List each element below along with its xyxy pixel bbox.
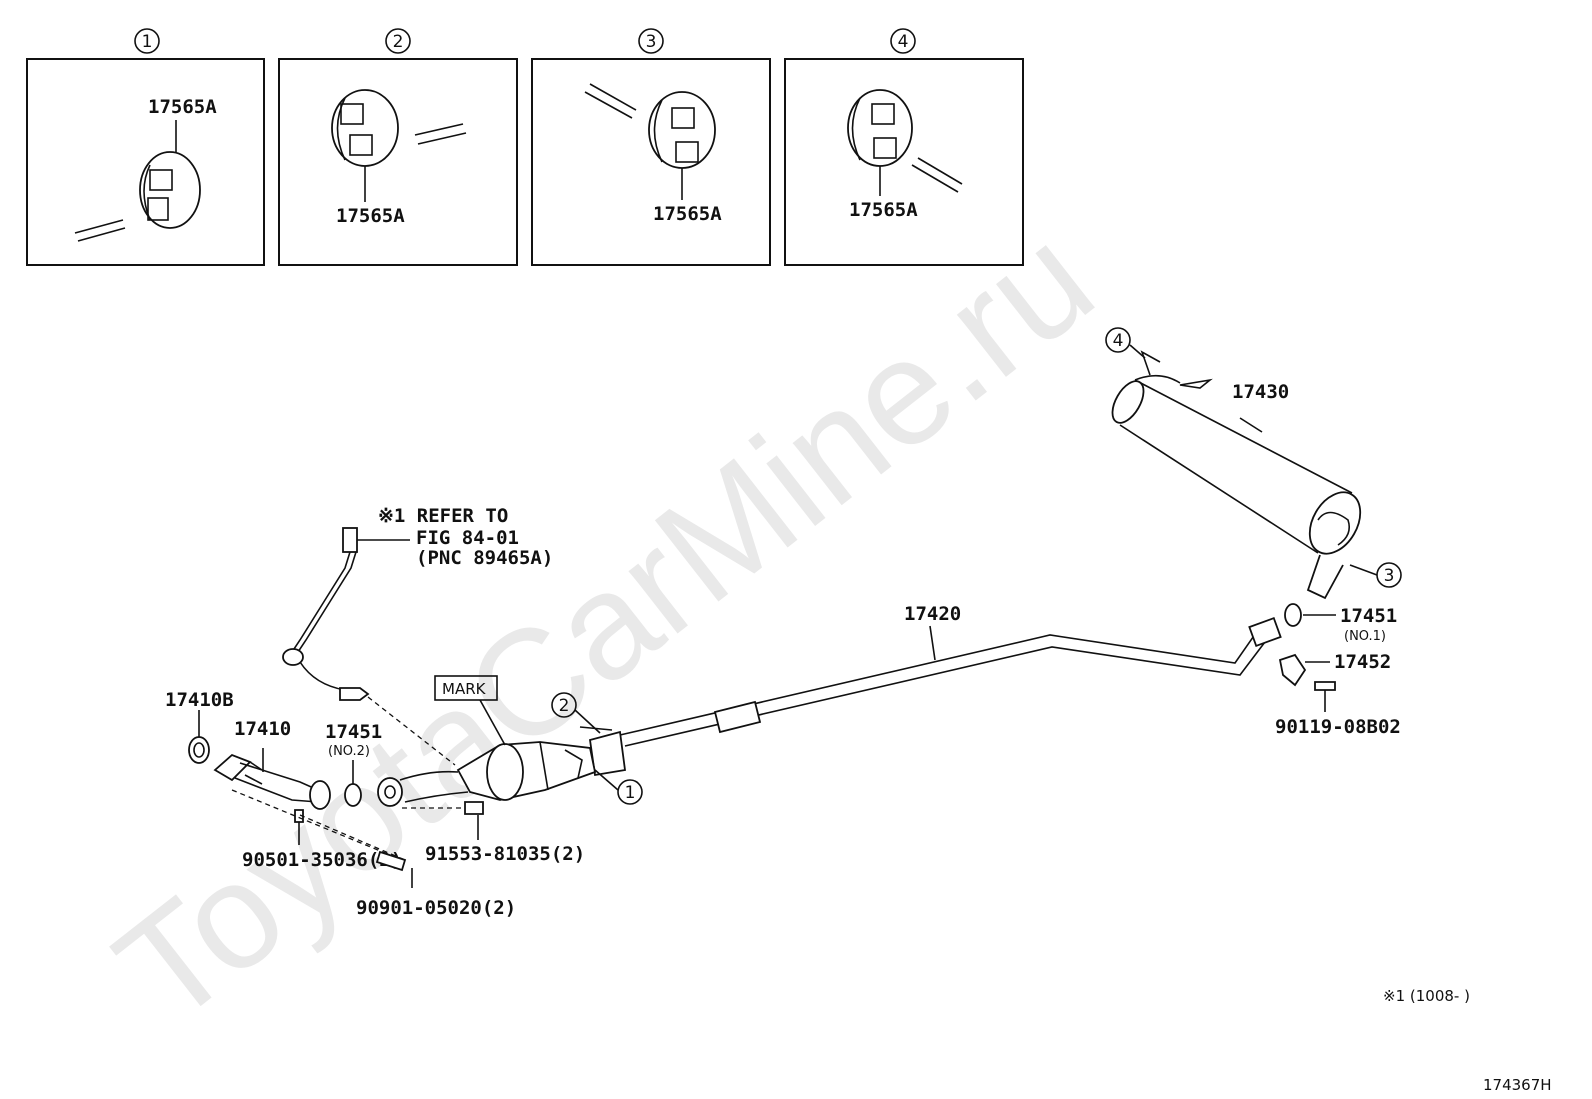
inset-2-number-circle (385, 28, 411, 54)
label-17451-no1-note: (NO.1) (1344, 629, 1386, 644)
label-17410b: 17410B (165, 689, 234, 711)
refer-line-3: (PNC 89465A) (416, 547, 553, 569)
inset-3-part-label: 17565A (653, 203, 722, 225)
oxygen-sensor (282, 527, 370, 701)
callout-1-circle (617, 779, 643, 805)
callout-2-circle (551, 692, 577, 718)
inset-4-part-label: 17565A (849, 199, 918, 221)
label-17451-no1: 17451 (1340, 605, 1397, 627)
label-17452: 17452 (1334, 651, 1391, 673)
inset-2-number: 2 (393, 32, 404, 52)
inset-2-part-label: 17565A (336, 205, 405, 227)
inset-2-hanger-drawing (331, 89, 467, 167)
footnote: ※1 (1008- ) (1383, 987, 1470, 1005)
inset-3-number: 3 (646, 32, 657, 52)
front-pipe-17410 (213, 753, 331, 810)
watermark: ToyotaCarMine.ru (86, 194, 1122, 1055)
inset-4-frame (784, 58, 1024, 266)
refer-line-1: ※1 REFER TO (378, 505, 508, 527)
bolt-90119 (1314, 681, 1336, 691)
bolt-91553 (464, 801, 484, 815)
label-90501: 90501-35036(2) (242, 849, 402, 871)
callout-2: 2 (559, 696, 570, 716)
diagram-code: 174367H (1483, 1076, 1552, 1094)
label-17451-no2: 17451 (325, 721, 382, 743)
label-17430: 17430 (1232, 381, 1289, 403)
label-90901: 90901-05020(2) (356, 897, 516, 919)
inset-1-part-label: 17565A (148, 96, 217, 118)
inset-4-hanger-drawing (847, 89, 963, 193)
label-17420: 17420 (904, 603, 961, 625)
mark-tag: MARK (442, 680, 487, 698)
inset-1: 1 17565A (26, 28, 265, 266)
inset-1-number: 1 (142, 32, 153, 52)
catalytic-converter (377, 741, 597, 807)
mark-tag-frame (434, 675, 498, 701)
inset-1-frame (26, 58, 265, 266)
callout-3: 3 (1384, 566, 1395, 586)
inset-4-number: 4 (898, 32, 909, 52)
callout-4-circle (1105, 327, 1131, 353)
inset-2: 2 17565A (278, 28, 518, 266)
gasket-17451-no1 (1284, 603, 1302, 627)
callout-1: 1 (625, 783, 636, 803)
inset-3-number-circle (638, 28, 664, 54)
label-91553: 91553-81035(2) (425, 843, 585, 865)
clamp-17452 (1278, 653, 1307, 687)
inset-4-number-circle (890, 28, 916, 54)
inset-2-frame (278, 58, 518, 266)
callout-4: 4 (1113, 331, 1124, 351)
label-17410: 17410 (234, 718, 291, 740)
gasket-17451-no2 (344, 783, 362, 807)
nut-90901 (375, 850, 407, 872)
refer-line-2: FIG 84-01 (416, 527, 519, 549)
inset-3-frame (531, 58, 771, 266)
inset-4: 4 17565A (784, 28, 1024, 266)
muffler-17430 (1111, 350, 1362, 600)
gasket-17410b (188, 736, 210, 764)
label-17451-no2-note: (NO.2) (328, 744, 370, 759)
inset-1-number-circle (134, 28, 160, 54)
label-90119: 90119-08B02 (1275, 716, 1401, 738)
pipe-17420 (579, 617, 1282, 777)
inset-1-hanger-drawing (74, 151, 201, 242)
inset-3: 3 17565A (531, 28, 771, 266)
